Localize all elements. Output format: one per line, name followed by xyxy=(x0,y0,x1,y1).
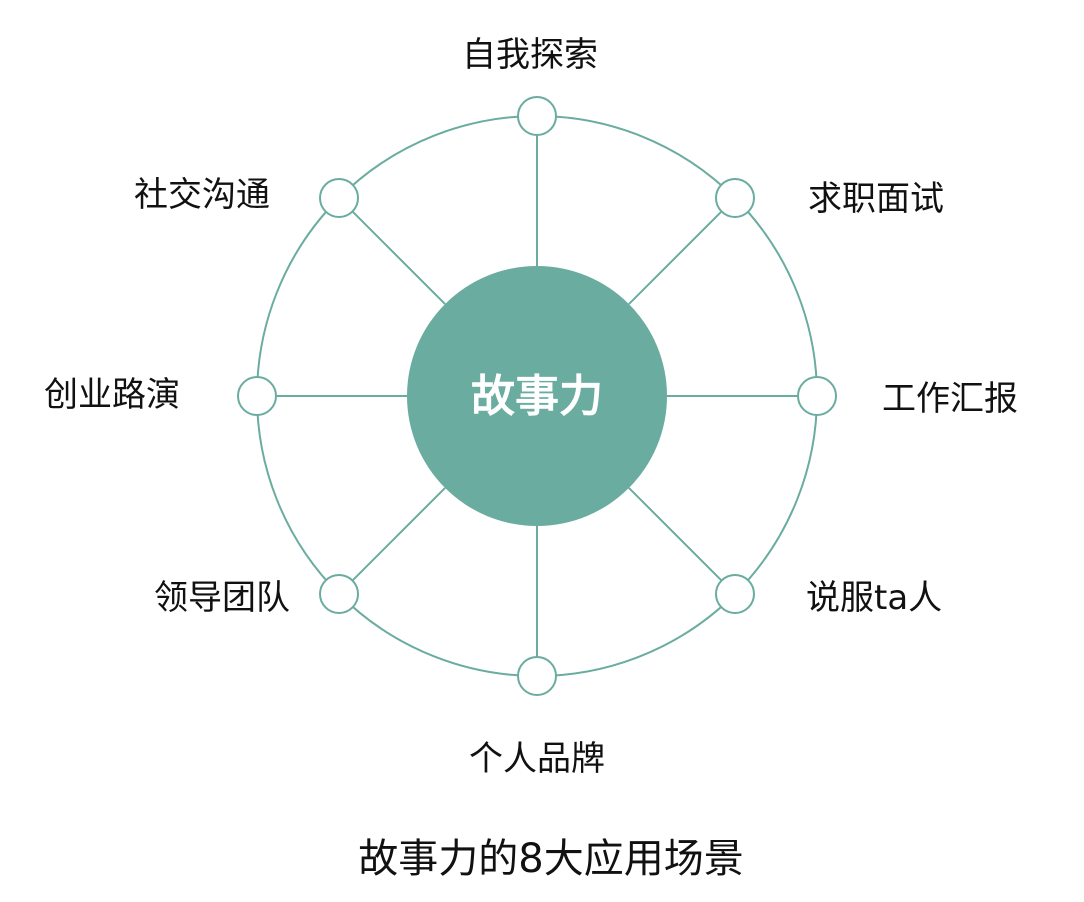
spoke-5 xyxy=(351,487,446,582)
node-circle-5 xyxy=(319,573,360,614)
node-label-6: 创业路演 xyxy=(44,375,180,415)
node-label-3: 说服ta人 xyxy=(806,578,942,618)
node-label-5: 领导团队 xyxy=(154,578,290,618)
node-label-2: 工作汇报 xyxy=(882,379,1018,419)
node-label-4: 个人品牌 xyxy=(469,739,605,779)
node-circle-2 xyxy=(797,376,837,416)
node-circle-4 xyxy=(517,656,557,696)
center-label: 故事力 xyxy=(471,371,603,422)
node-circle-3 xyxy=(714,573,755,614)
node-circle-6 xyxy=(237,376,277,416)
spokes xyxy=(276,135,798,657)
node-label-7: 社交沟通 xyxy=(134,175,270,215)
node-label-0: 自我探索 xyxy=(462,35,598,75)
center-circle xyxy=(407,266,667,526)
spoke-1 xyxy=(628,210,723,305)
diagram-caption: 故事力的8大应用场景 xyxy=(358,836,743,882)
node-circle-0 xyxy=(517,96,557,136)
node-circle-1 xyxy=(714,178,755,219)
node-circle-7 xyxy=(319,178,360,219)
spoke-3 xyxy=(628,487,723,582)
node-label-1: 求职面试 xyxy=(808,179,944,219)
spoke-7 xyxy=(351,210,446,305)
